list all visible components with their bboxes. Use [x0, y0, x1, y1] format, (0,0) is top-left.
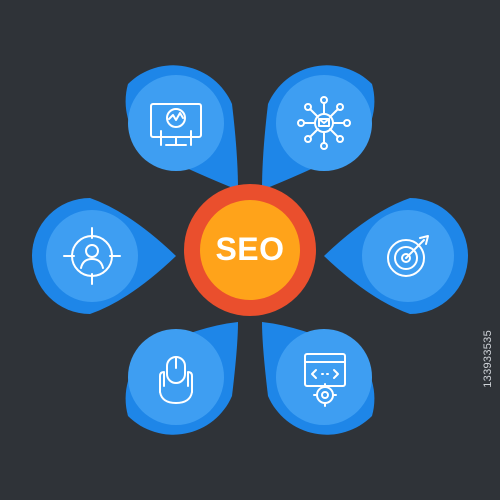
mouse-hand-icon: [159, 356, 193, 404]
petal-click-hand: [125, 322, 238, 435]
petal-monitor-chart: [125, 65, 238, 190]
petal-web-development: [262, 322, 375, 435]
user-crosshair-icon: [63, 227, 121, 285]
petal-target-goal: [324, 198, 468, 314]
code-settings-icon: [304, 353, 346, 407]
petal-target-audience: [32, 198, 176, 314]
center-seo-circle: [184, 184, 316, 316]
target-arrow-icon: [387, 235, 429, 277]
center-label: SEO: [215, 231, 285, 267]
email-network-icon: [297, 96, 351, 150]
stock-id-watermark: 133933535: [482, 330, 494, 388]
monitor-analytics-icon: [150, 103, 202, 146]
petal-email-network: [262, 65, 375, 190]
